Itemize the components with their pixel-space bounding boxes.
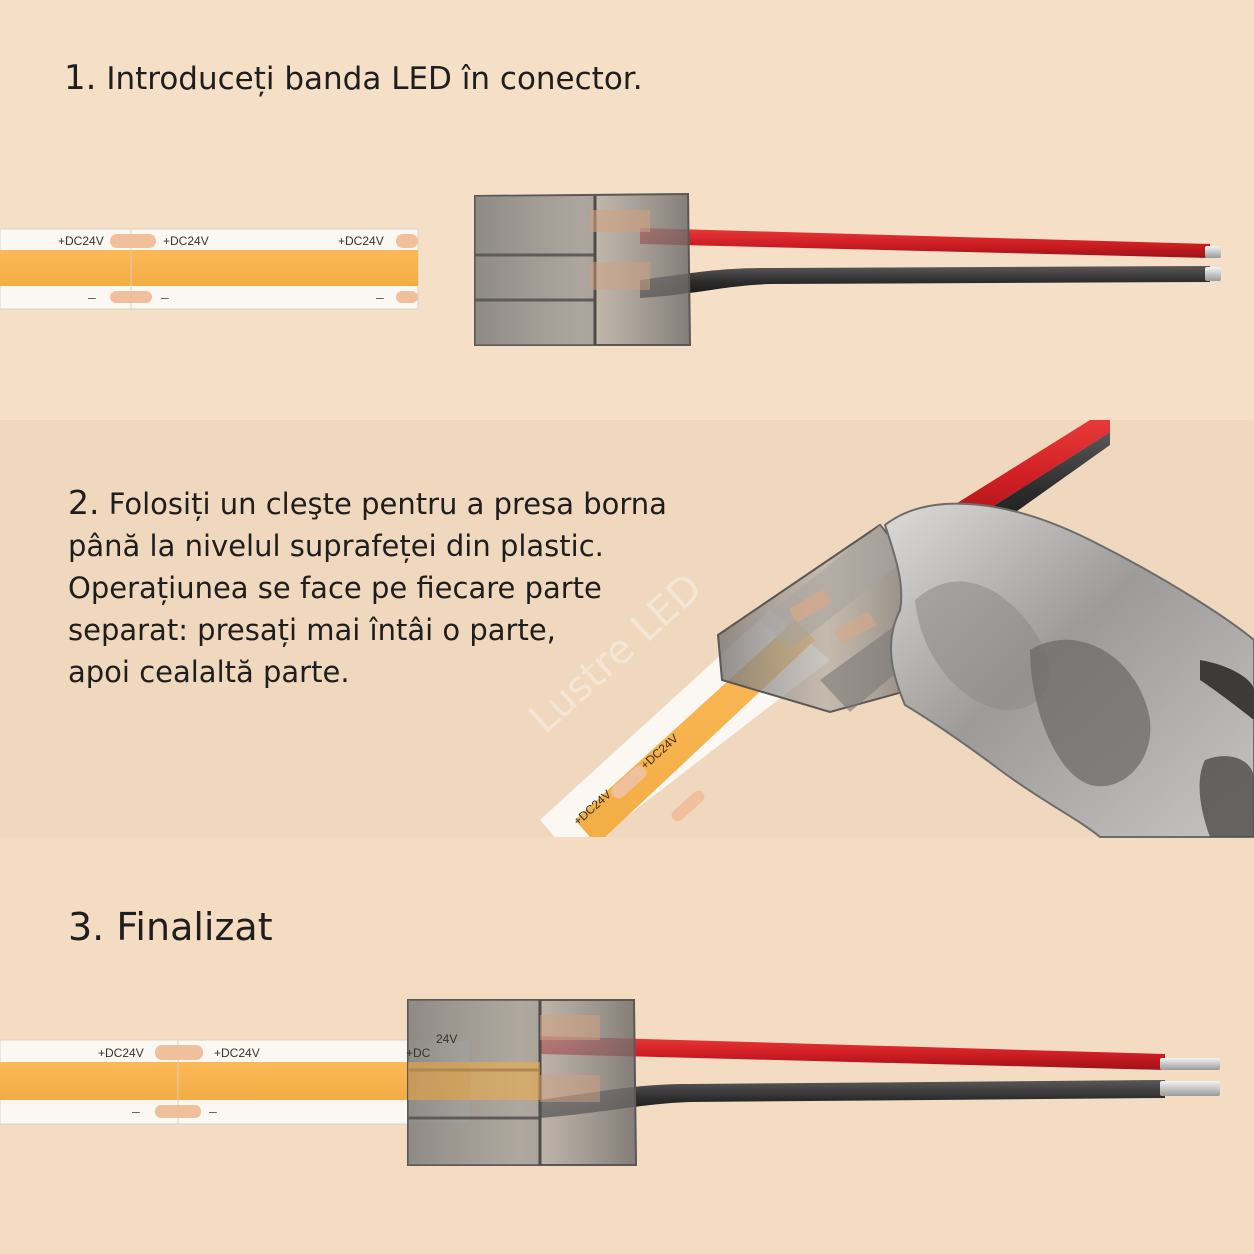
step-3-connector: +DC 24V [406,999,638,1166]
strip-label: +DC24V [58,234,104,248]
strip-minus-mark: – [161,289,169,305]
step-1-connector [474,192,692,346]
step-3-wires [540,1036,1220,1118]
strip-label: +DC24V [163,234,209,248]
strip-minus-mark: – [376,289,384,305]
strip-label: +DC24V [214,1046,260,1060]
strip-label: +DC24V [338,234,384,248]
step-1-wires [640,228,1221,298]
step-3-instruction: 3. Finalizat [68,905,273,949]
strip-minus-mark: – [88,289,96,305]
strip-label-tail: 24V [436,1032,457,1046]
step-2-line: Operațiunea se face pe fiecare parte [68,571,602,605]
strip-label-partial: +DC [406,1046,431,1060]
step-1-instruction: 1. Introduceți banda LED în conector. [64,58,643,98]
strip-minus-mark: – [209,1103,217,1119]
strip-label: +DC24V [98,1046,144,1060]
step-2-line: până la nivelul suprafeței din plastic. [68,529,604,563]
step-1-text: Introduceți banda LED în conector. [106,61,643,97]
strip-minus-mark: – [132,1103,140,1119]
step-2-line: separat: presați mai întâi o parte, [68,613,556,647]
step-2-connector [716,523,937,714]
step-1-led-strip: +DC24V +DC24V +DC24V – – – [0,228,419,310]
step-2-instruction: 2. Folosiți un cleşte pentru a presa bor… [68,482,667,693]
step-3-led-strip: +DC24V +DC24V – – [0,1039,471,1125]
step-2-line: apoi cealaltă parte. [68,655,350,689]
pliers [883,502,1254,838]
step-2-line: Folosiți un cleşte pentru a presa borna [108,487,667,521]
step-2-number: 2. [68,483,100,522]
step-1-number: 1. [64,58,97,98]
